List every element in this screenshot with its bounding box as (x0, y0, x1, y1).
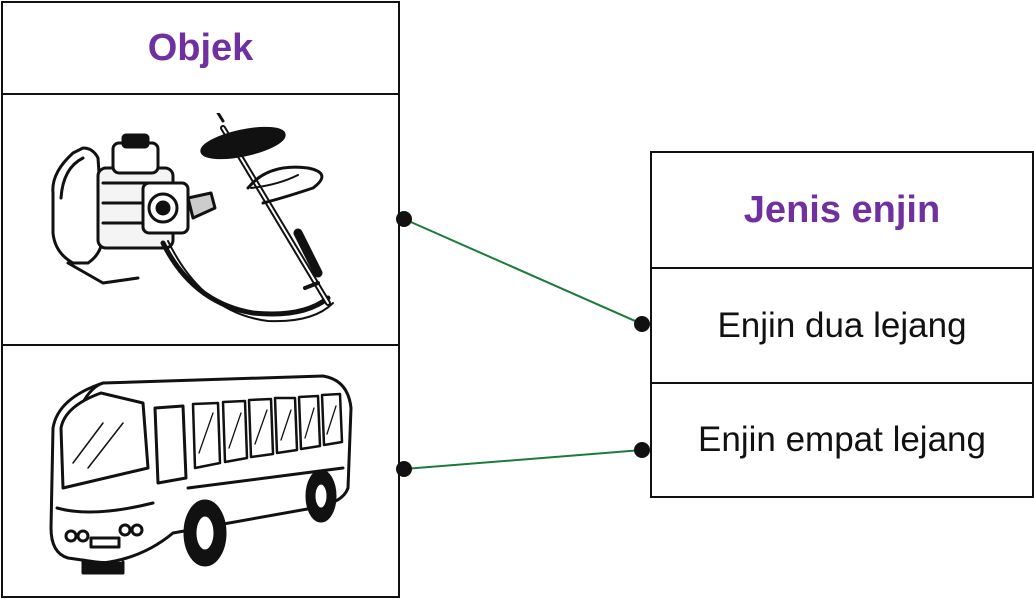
objects-header: Objek (147, 26, 254, 69)
engine-types-header-cell: Jenis enjin (652, 153, 1032, 269)
connector-line (403, 449, 643, 470)
engine-types-header: Jenis enjin (743, 188, 941, 231)
connector-line (403, 218, 643, 325)
objects-header-cell: Objek (3, 3, 398, 95)
objects-table: Objek (1, 1, 400, 598)
bus-icon (49, 374, 353, 575)
brush-cutter-icon (51, 113, 334, 323)
engine-type-label: Enjin dua lejang (717, 305, 967, 345)
object-row-bus (3, 346, 398, 596)
engine-type-dot[interactable] (634, 316, 650, 332)
engine-type-dot[interactable] (634, 442, 650, 458)
object-row-brush-cutter (3, 95, 398, 346)
engine-types-table: Jenis enjin Enjin dua lejang Enjin empat… (650, 151, 1034, 498)
engine-type-row-four-stroke: Enjin empat lejang (652, 384, 1032, 496)
engine-type-row-two-stroke: Enjin dua lejang (652, 269, 1032, 384)
engine-type-label: Enjin empat lejang (698, 420, 986, 459)
